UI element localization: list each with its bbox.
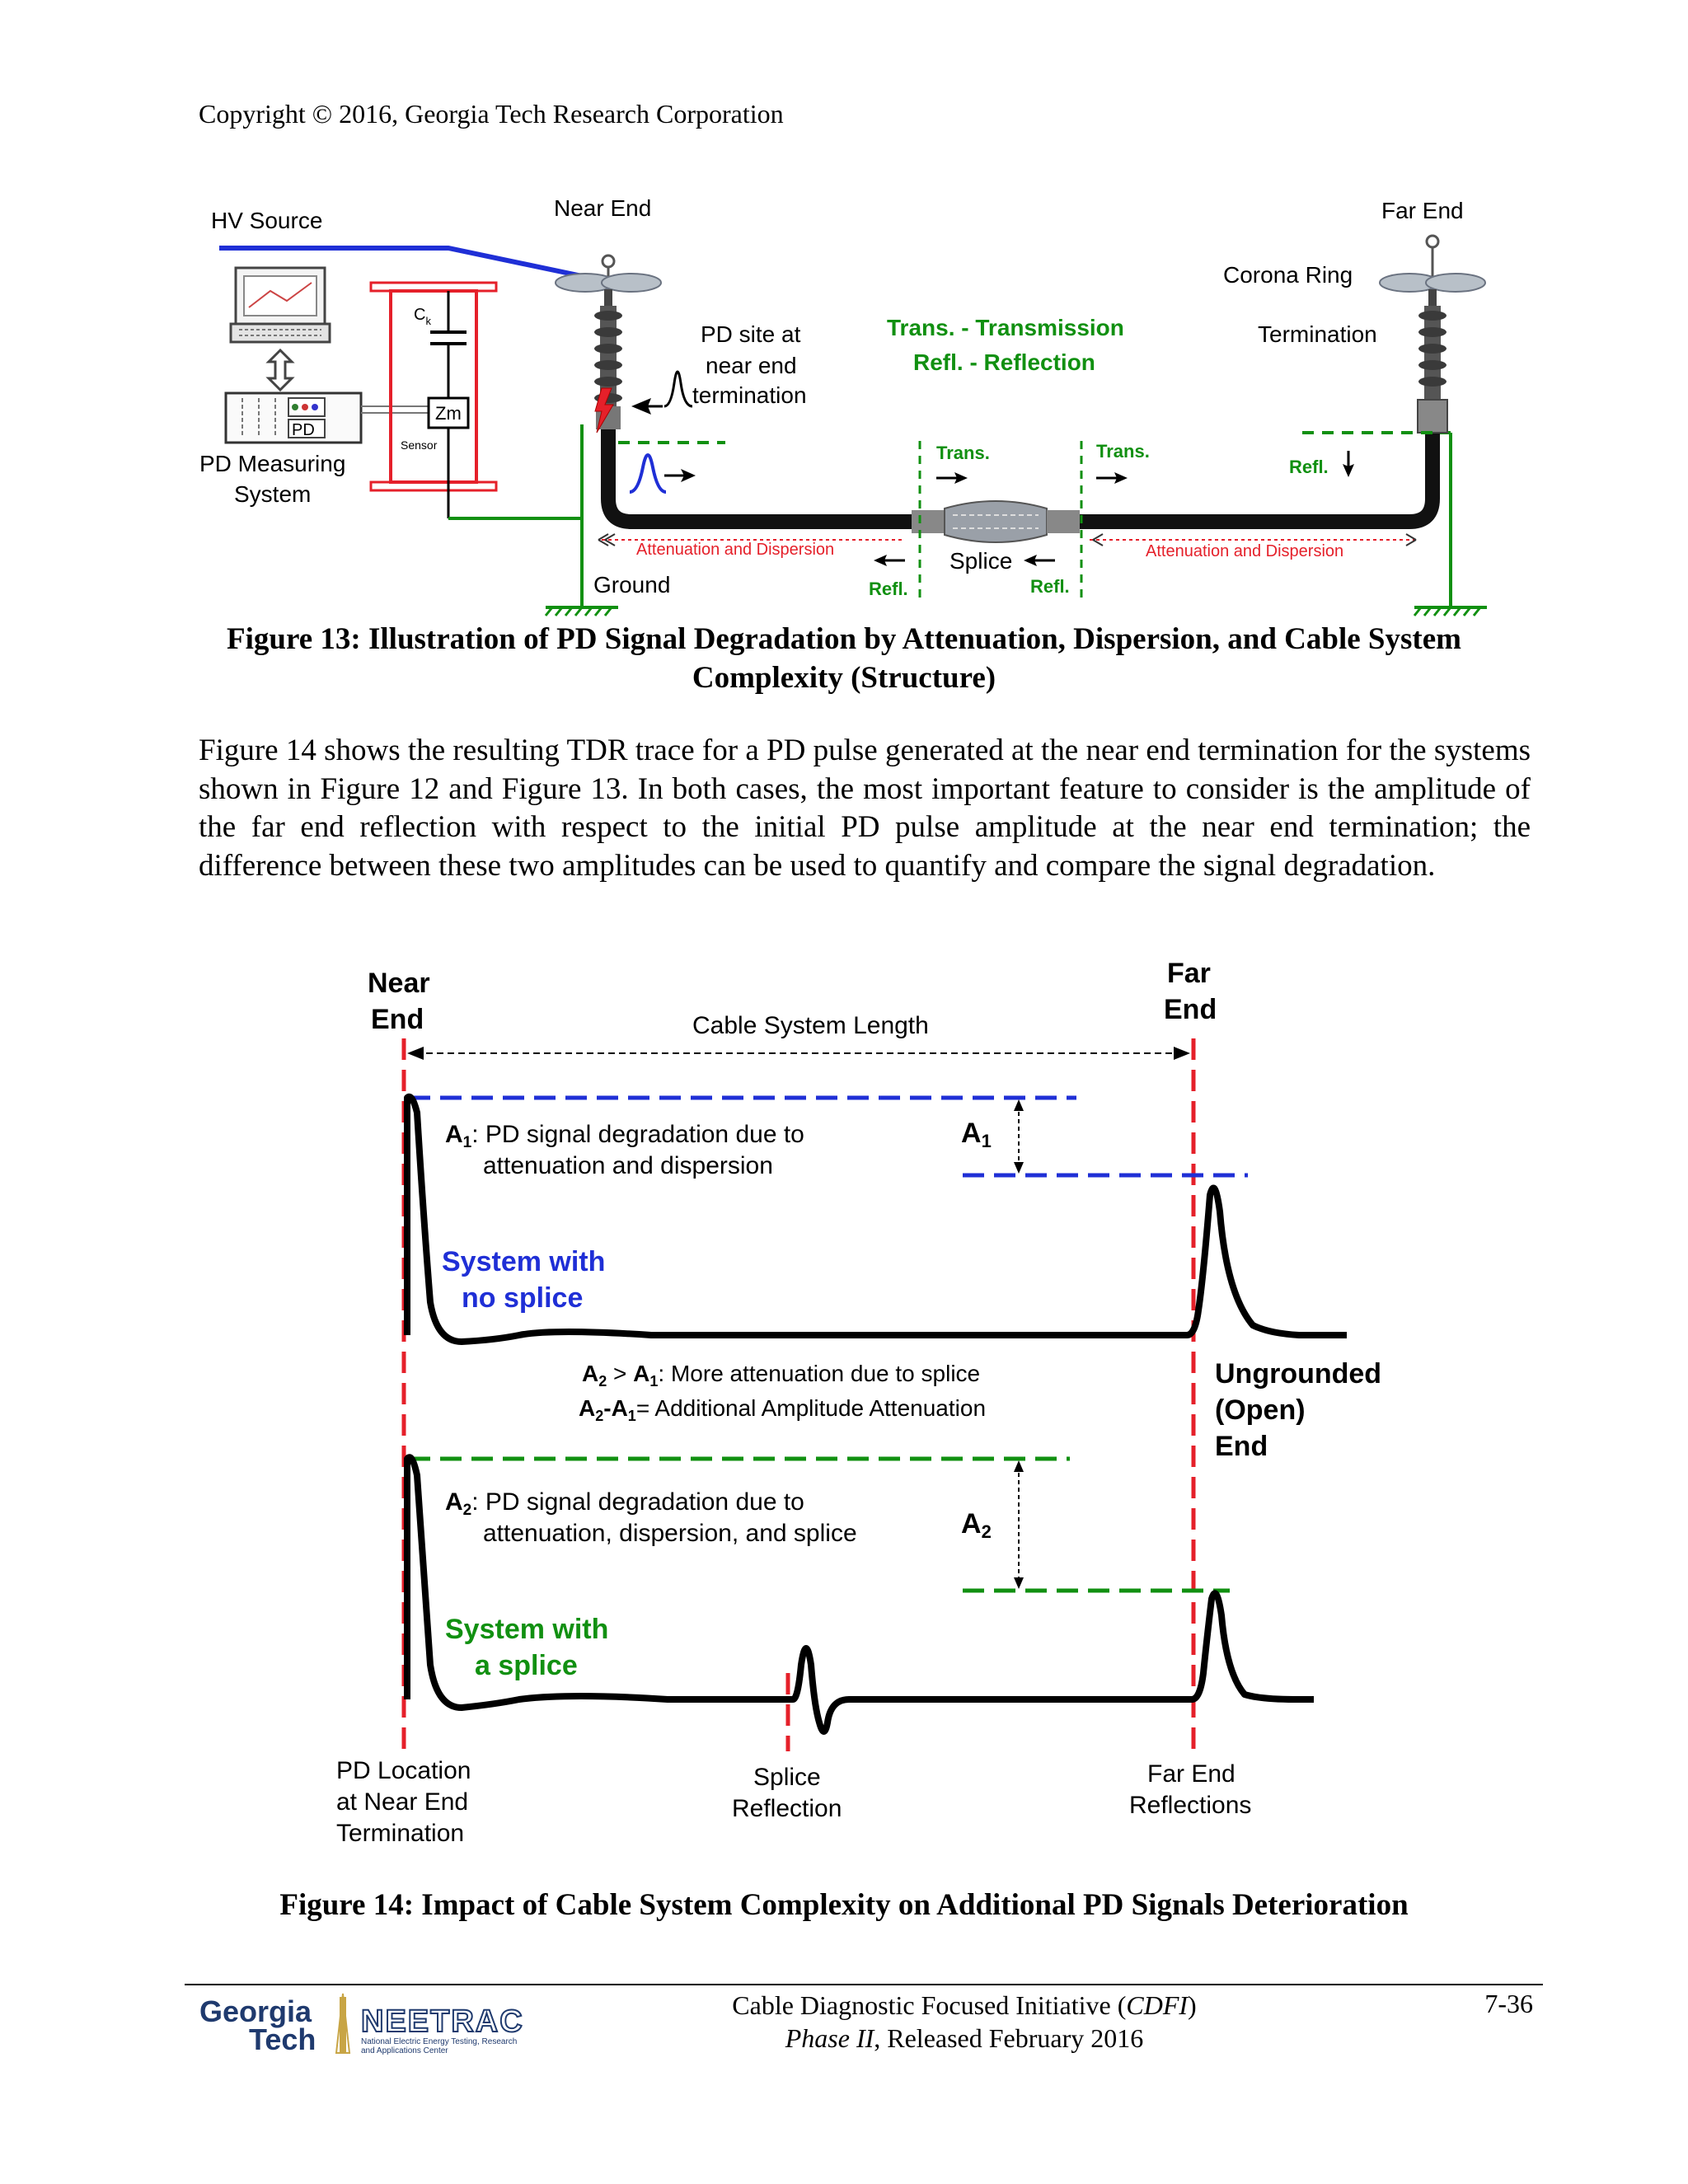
splice-label: Splice (950, 548, 1012, 574)
ungrounded-end-label-line3: End (1215, 1431, 1268, 1462)
logo-subtitle-text: National Electric Energy Testing, Resear… (361, 2037, 517, 2046)
far-end-label: Far (1167, 958, 1211, 989)
pd-measuring-label: PD Measuring (199, 451, 345, 476)
attenuation-right-line (1090, 533, 1418, 546)
georgia-tech-neetrac-logo: Georgia Tech NEETRAC National Electric E… (199, 1993, 524, 2056)
splice-reflection-label: Splice (753, 1764, 821, 1791)
sensor-label: Sensor (401, 438, 438, 452)
computer-icon (229, 266, 331, 344)
refl-far-label: Refl. (1289, 457, 1329, 477)
near-end-label: Near End (554, 195, 651, 221)
refl-splice-right-label: Refl. (1030, 576, 1070, 597)
splice-refl-left-arrow-icon (874, 555, 905, 566)
zm-label: Zm (435, 403, 462, 424)
footer-line-2: Phase II, Released February 2016 (785, 2023, 1144, 2053)
figure-14-diagram: Near End Far End Cable System Length A1 … (336, 958, 1381, 1847)
ck-label: Ck (414, 306, 431, 327)
corona-ring-label: Corona Ring (1223, 262, 1353, 288)
logo-neetrac-text: NEETRAC (361, 2004, 524, 2039)
with-splice-label-line2: a splice (475, 1650, 578, 1681)
a1-label: A1 (961, 1118, 992, 1151)
pd-pulse-blue-icon (629, 453, 696, 494)
far-end-label-line2: End (1164, 994, 1217, 1025)
pd-site-label: PD site at (701, 321, 801, 347)
comparison-line-1: A2 > A1: More attenuation due to splice (582, 1361, 980, 1390)
a1-reference-lines (409, 1095, 1248, 1178)
cable-length-label: Cable System Length (692, 1012, 929, 1039)
logo-georgia-text: Georgia (199, 1994, 312, 2028)
up-down-arrow-icon (265, 348, 295, 392)
pd-location-label-line3: Termination (336, 1820, 464, 1847)
trace-no-splice (404, 1093, 1347, 1345)
cable-length-dimension-arrow (407, 1047, 1190, 1060)
cable (601, 429, 1440, 529)
hv-source-line (219, 246, 603, 283)
figure-13-diagram: HV Source PD PD Measuring System (199, 195, 1487, 616)
copyright-header: Copyright © 2016, Georgia Tech Research … (199, 99, 784, 129)
legend-refl-label: Refl. - Reflection (913, 349, 1095, 375)
no-splice-label: System with (442, 1246, 605, 1277)
far-end-reflections-label-line2: Reflections (1129, 1792, 1251, 1819)
figure-14-caption: Figure 14: Impact of Cable System Comple… (279, 1888, 1409, 1922)
page-number: 7-36 (1484, 1989, 1533, 2018)
trans-right-label: Trans. (1096, 441, 1150, 462)
refl-splice-left-label: Refl. (869, 579, 908, 599)
footer-divider (185, 1984, 1543, 1985)
pd-instrument-box: PD (224, 391, 363, 444)
pd-location-label: PD Location (336, 1757, 471, 1784)
splice-joint-icon (912, 500, 1080, 543)
figure-13-caption: Figure 13: Illustration of PD Signal Deg… (227, 622, 1461, 695)
termination-label: Termination (1258, 321, 1377, 347)
pd-location-label-line2: at Near End (336, 1788, 468, 1816)
coupling-capacitor-frame (369, 281, 498, 518)
legend-trans-label: Trans. - Transmission (887, 315, 1124, 340)
trace-with-splice (404, 1454, 1314, 1735)
comparison-line-2: A2-A1= Additional Amplitude Attenuation (579, 1395, 986, 1424)
a1-dimension-arrow (1014, 1099, 1024, 1174)
ground-symbol-right-icon (1413, 606, 1487, 616)
near-end-label: Near (368, 968, 430, 999)
logo-tech-text: Tech (249, 2022, 316, 2056)
pd-site-label-line2: near end (706, 353, 797, 378)
pd-measuring-label-line2: System (234, 481, 311, 507)
ground-label: Ground (593, 572, 670, 598)
a2-label: A2 (961, 1508, 992, 1542)
a2-dimension-arrow (1014, 1460, 1024, 1589)
footer-line-1: Cable Diagnostic Focused Initiative (CDF… (732, 1990, 1197, 2020)
ground-symbol-left-icon (544, 606, 618, 616)
footer-center: Cable Diagnostic Focused Initiative (CDF… (635, 1989, 1294, 2055)
splice-refl-right-arrow-icon (1024, 555, 1055, 566)
ungrounded-end-label: Ungrounded (1215, 1358, 1381, 1390)
logo-subtitle-text-line2: and Applications Center (361, 2046, 448, 2055)
a1-description-line2: attenuation and dispersion (483, 1152, 773, 1179)
pd-spark-icon (594, 387, 614, 434)
hv-source-label: HV Source (211, 208, 322, 233)
with-splice-label: System with (445, 1614, 608, 1645)
svg-text:PD: PD (292, 421, 315, 439)
sensor-cable (361, 405, 434, 414)
a1-description: A1: PD signal degradation due to (445, 1121, 804, 1151)
trans-left-arrow-icon (936, 472, 968, 484)
tower-icon (335, 1993, 351, 2054)
attenuation-left-label: Attenuation and Dispersion (636, 541, 834, 559)
far-end-termination-icon (1379, 234, 1486, 434)
body-paragraph: Figure 14 shows the resulting TDR trace … (199, 733, 1531, 883)
attenuation-right-label: Attenuation and Dispersion (1146, 542, 1343, 560)
near-end-label-line2: End (371, 1004, 424, 1035)
refl-far-arrow-icon (1343, 451, 1354, 477)
pd-pulse-black-icon (631, 370, 693, 415)
splice-reflection-label-line2: Reflection (732, 1795, 842, 1822)
pd-site-label-line3: termination (692, 382, 807, 408)
green-dashed-marks (618, 431, 1432, 598)
far-end-reflections-label: Far End (1147, 1760, 1236, 1788)
trans-left-label: Trans. (936, 443, 990, 463)
a2-reference-lines (409, 1456, 1230, 1593)
a2-description: A2: PD signal degradation due to (445, 1488, 804, 1519)
a2-description-line2: attenuation, dispersion, and splice (483, 1520, 857, 1547)
attenuation-left-line (598, 533, 903, 546)
trans-right-arrow-icon (1096, 472, 1128, 484)
no-splice-label-line2: no splice (462, 1282, 583, 1314)
far-end-label: Far End (1381, 198, 1464, 223)
ungrounded-end-label-line2: (Open) (1215, 1394, 1306, 1426)
